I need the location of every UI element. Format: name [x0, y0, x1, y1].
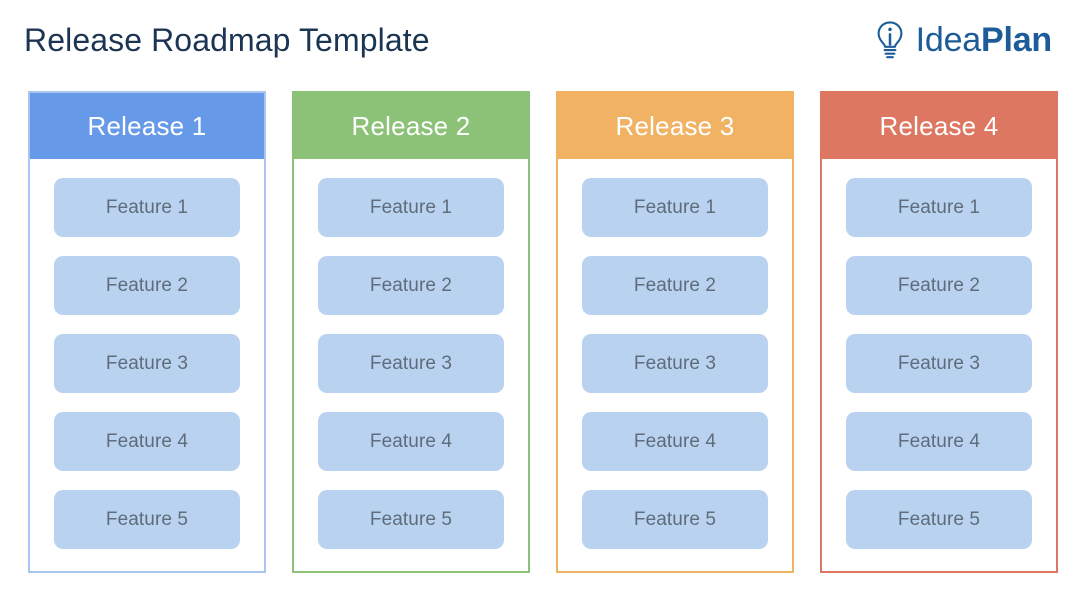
- feature-card[interactable]: Feature 1: [318, 178, 504, 237]
- brand-logo: IdeaPlan: [873, 20, 1052, 60]
- feature-card[interactable]: Feature 1: [846, 178, 1032, 237]
- release-column-3[interactable]: Release 3 Feature 1 Feature 2 Feature 3 …: [556, 91, 794, 573]
- page-title: Release Roadmap Template: [24, 22, 430, 58]
- feature-card[interactable]: Feature 4: [318, 412, 504, 471]
- feature-card[interactable]: Feature 5: [54, 490, 240, 549]
- brand-wordmark-bold: Plan: [980, 21, 1052, 59]
- feature-card[interactable]: Feature 2: [54, 256, 240, 315]
- release-column-3-title: Release 3: [558, 93, 792, 159]
- feature-card[interactable]: Feature 2: [582, 256, 768, 315]
- feature-card[interactable]: Feature 5: [318, 490, 504, 549]
- feature-card[interactable]: Feature 3: [318, 334, 504, 393]
- feature-card[interactable]: Feature 4: [582, 412, 768, 471]
- feature-card[interactable]: Feature 5: [582, 490, 768, 549]
- release-column-3-features: Feature 1 Feature 2 Feature 3 Feature 4 …: [558, 159, 792, 571]
- release-column-4-features: Feature 1 Feature 2 Feature 3 Feature 4 …: [822, 159, 1056, 571]
- feature-card[interactable]: Feature 4: [54, 412, 240, 471]
- release-column-4[interactable]: Release 4 Feature 1 Feature 2 Feature 3 …: [820, 91, 1058, 573]
- release-column-2-features: Feature 1 Feature 2 Feature 3 Feature 4 …: [294, 159, 528, 571]
- feature-card[interactable]: Feature 4: [846, 412, 1032, 471]
- feature-card[interactable]: Feature 3: [54, 334, 240, 393]
- feature-card[interactable]: Feature 2: [318, 256, 504, 315]
- lightbulb-idea-icon: [873, 20, 907, 60]
- release-column-4-title: Release 4: [822, 93, 1056, 159]
- release-column-2[interactable]: Release 2 Feature 1 Feature 2 Feature 3 …: [292, 91, 530, 573]
- release-board: Release 1 Feature 1 Feature 2 Feature 3 …: [28, 91, 1058, 573]
- feature-card[interactable]: Feature 1: [582, 178, 768, 237]
- release-column-1[interactable]: Release 1 Feature 1 Feature 2 Feature 3 …: [28, 91, 266, 573]
- page-header: Release Roadmap Template: [0, 0, 1080, 80]
- feature-card[interactable]: Feature 3: [846, 334, 1032, 393]
- brand-wordmark: IdeaPlan: [915, 21, 1053, 59]
- feature-card[interactable]: Feature 1: [54, 178, 240, 237]
- feature-card[interactable]: Feature 5: [846, 490, 1032, 549]
- release-column-1-title: Release 1: [30, 93, 264, 159]
- brand-wordmark-light: Idea: [915, 21, 982, 59]
- release-column-1-features: Feature 1 Feature 2 Feature 3 Feature 4 …: [30, 159, 264, 571]
- feature-card[interactable]: Feature 3: [582, 334, 768, 393]
- feature-card[interactable]: Feature 2: [846, 256, 1032, 315]
- release-column-2-title: Release 2: [294, 93, 528, 159]
